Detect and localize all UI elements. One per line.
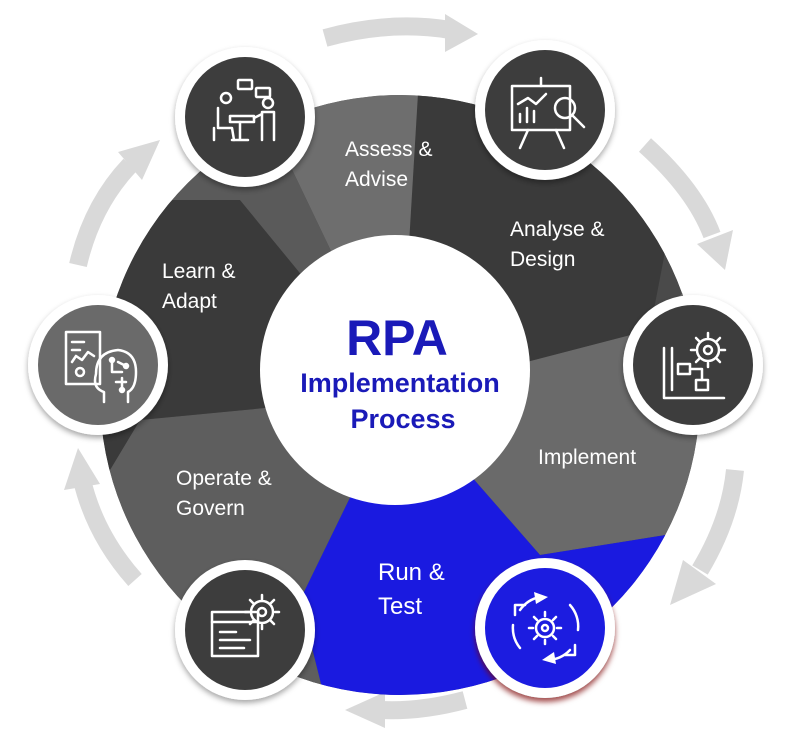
arrow-top [322,17,452,47]
arrow-left [73,477,142,586]
center-subtitle-1: Implementation [300,368,500,398]
ai-head-icon [64,330,138,404]
arrow-bottom-head [345,692,385,728]
label-analyse-2: Design [510,248,575,271]
stage-node-operate[interactable] [175,560,315,700]
arrow-top-left-head [118,140,160,180]
label-operate-2: Govern [176,497,245,520]
workflow-gear-icon [662,331,727,400]
browser-gear-icon [210,593,281,658]
center-subtitle-2: Process [350,404,455,434]
center-hub: RPA Implementation Process [260,235,530,505]
arrow-left-head [64,448,100,490]
stage-node-analyse[interactable] [475,40,615,180]
label-run-2: Test [378,593,422,620]
label-analyse: Analyse & [510,218,605,241]
arrow-bottom [379,691,468,720]
label-operate: Operate & [176,467,272,490]
stage-node-run[interactable] [475,558,615,698]
cycle-arrows [64,14,744,728]
arrow-right [692,469,744,575]
cycle-gear-icon [511,592,580,664]
arrow-top-left [69,158,137,268]
segment-learn [100,200,400,520]
stage-node-implement[interactable] [623,295,763,435]
stage-labels: Assess & Advise Analyse & Design Impleme… [162,138,636,620]
label-assess: Assess & [345,138,433,161]
consultation-icon [212,78,276,142]
analytics-board-icon [510,76,586,150]
center-title: RPA [346,310,448,366]
label-learn: Learn & [162,260,236,283]
arrow-top-right-head [697,230,733,270]
arrow-right-head [670,560,716,605]
label-learn-2: Adapt [162,290,217,313]
arrow-top-right [638,138,721,239]
label-implement: Implement [538,446,636,469]
arrow-top-head [445,14,478,52]
label-assess-2: Advise [345,168,408,191]
label-run: Run & [378,559,445,586]
